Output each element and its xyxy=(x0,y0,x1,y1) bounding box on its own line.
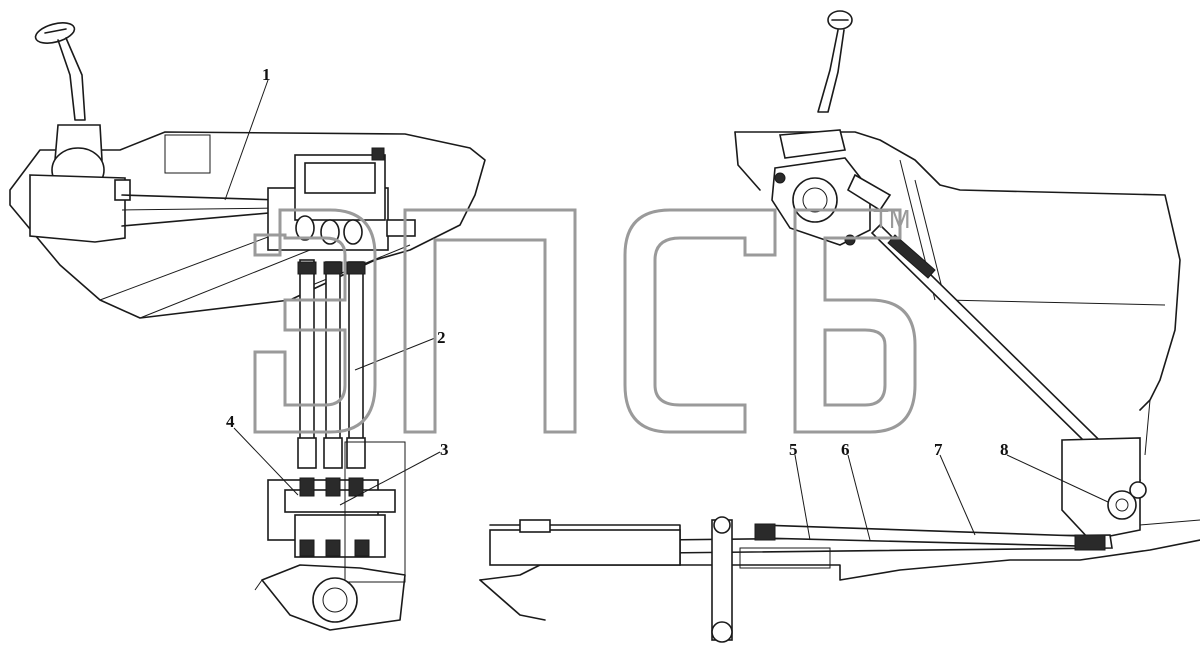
left-gearbox xyxy=(254,441,406,631)
left-assembly xyxy=(9,22,486,631)
left-selector-block xyxy=(267,147,416,251)
watermark-trademark: TM xyxy=(873,204,911,234)
callout-1: 1 xyxy=(262,65,271,84)
callout-4: 4 xyxy=(226,412,235,431)
right-gear-lever xyxy=(779,10,853,159)
callouts: 1 2 3 4 5 6 7 8 xyxy=(226,65,1009,459)
left-cab-outline xyxy=(9,131,486,319)
callout-8: 8 xyxy=(1000,440,1009,459)
right-cab-outline xyxy=(734,131,1181,411)
watermark-letter-b xyxy=(793,208,917,434)
callout-3: 3 xyxy=(440,440,449,459)
right-bracket xyxy=(1061,437,1147,541)
right-leaders xyxy=(794,454,1109,541)
right-lower-base xyxy=(479,516,1200,643)
right-horizontal-rods xyxy=(659,523,1113,555)
watermark-letter-p xyxy=(403,208,577,434)
watermark-letter-e xyxy=(253,208,377,434)
left-gear-lever xyxy=(34,22,105,193)
left-leaders xyxy=(224,79,441,506)
callout-7: 7 xyxy=(934,440,943,459)
watermark: TM xyxy=(253,204,917,434)
callout-2: 2 xyxy=(437,328,446,347)
callout-6: 6 xyxy=(841,440,850,459)
callout-5: 5 xyxy=(789,440,798,459)
watermark-letter-s xyxy=(623,208,777,434)
left-shaft-housing xyxy=(29,174,281,243)
right-assembly xyxy=(479,10,1200,643)
left-rods xyxy=(297,259,366,469)
